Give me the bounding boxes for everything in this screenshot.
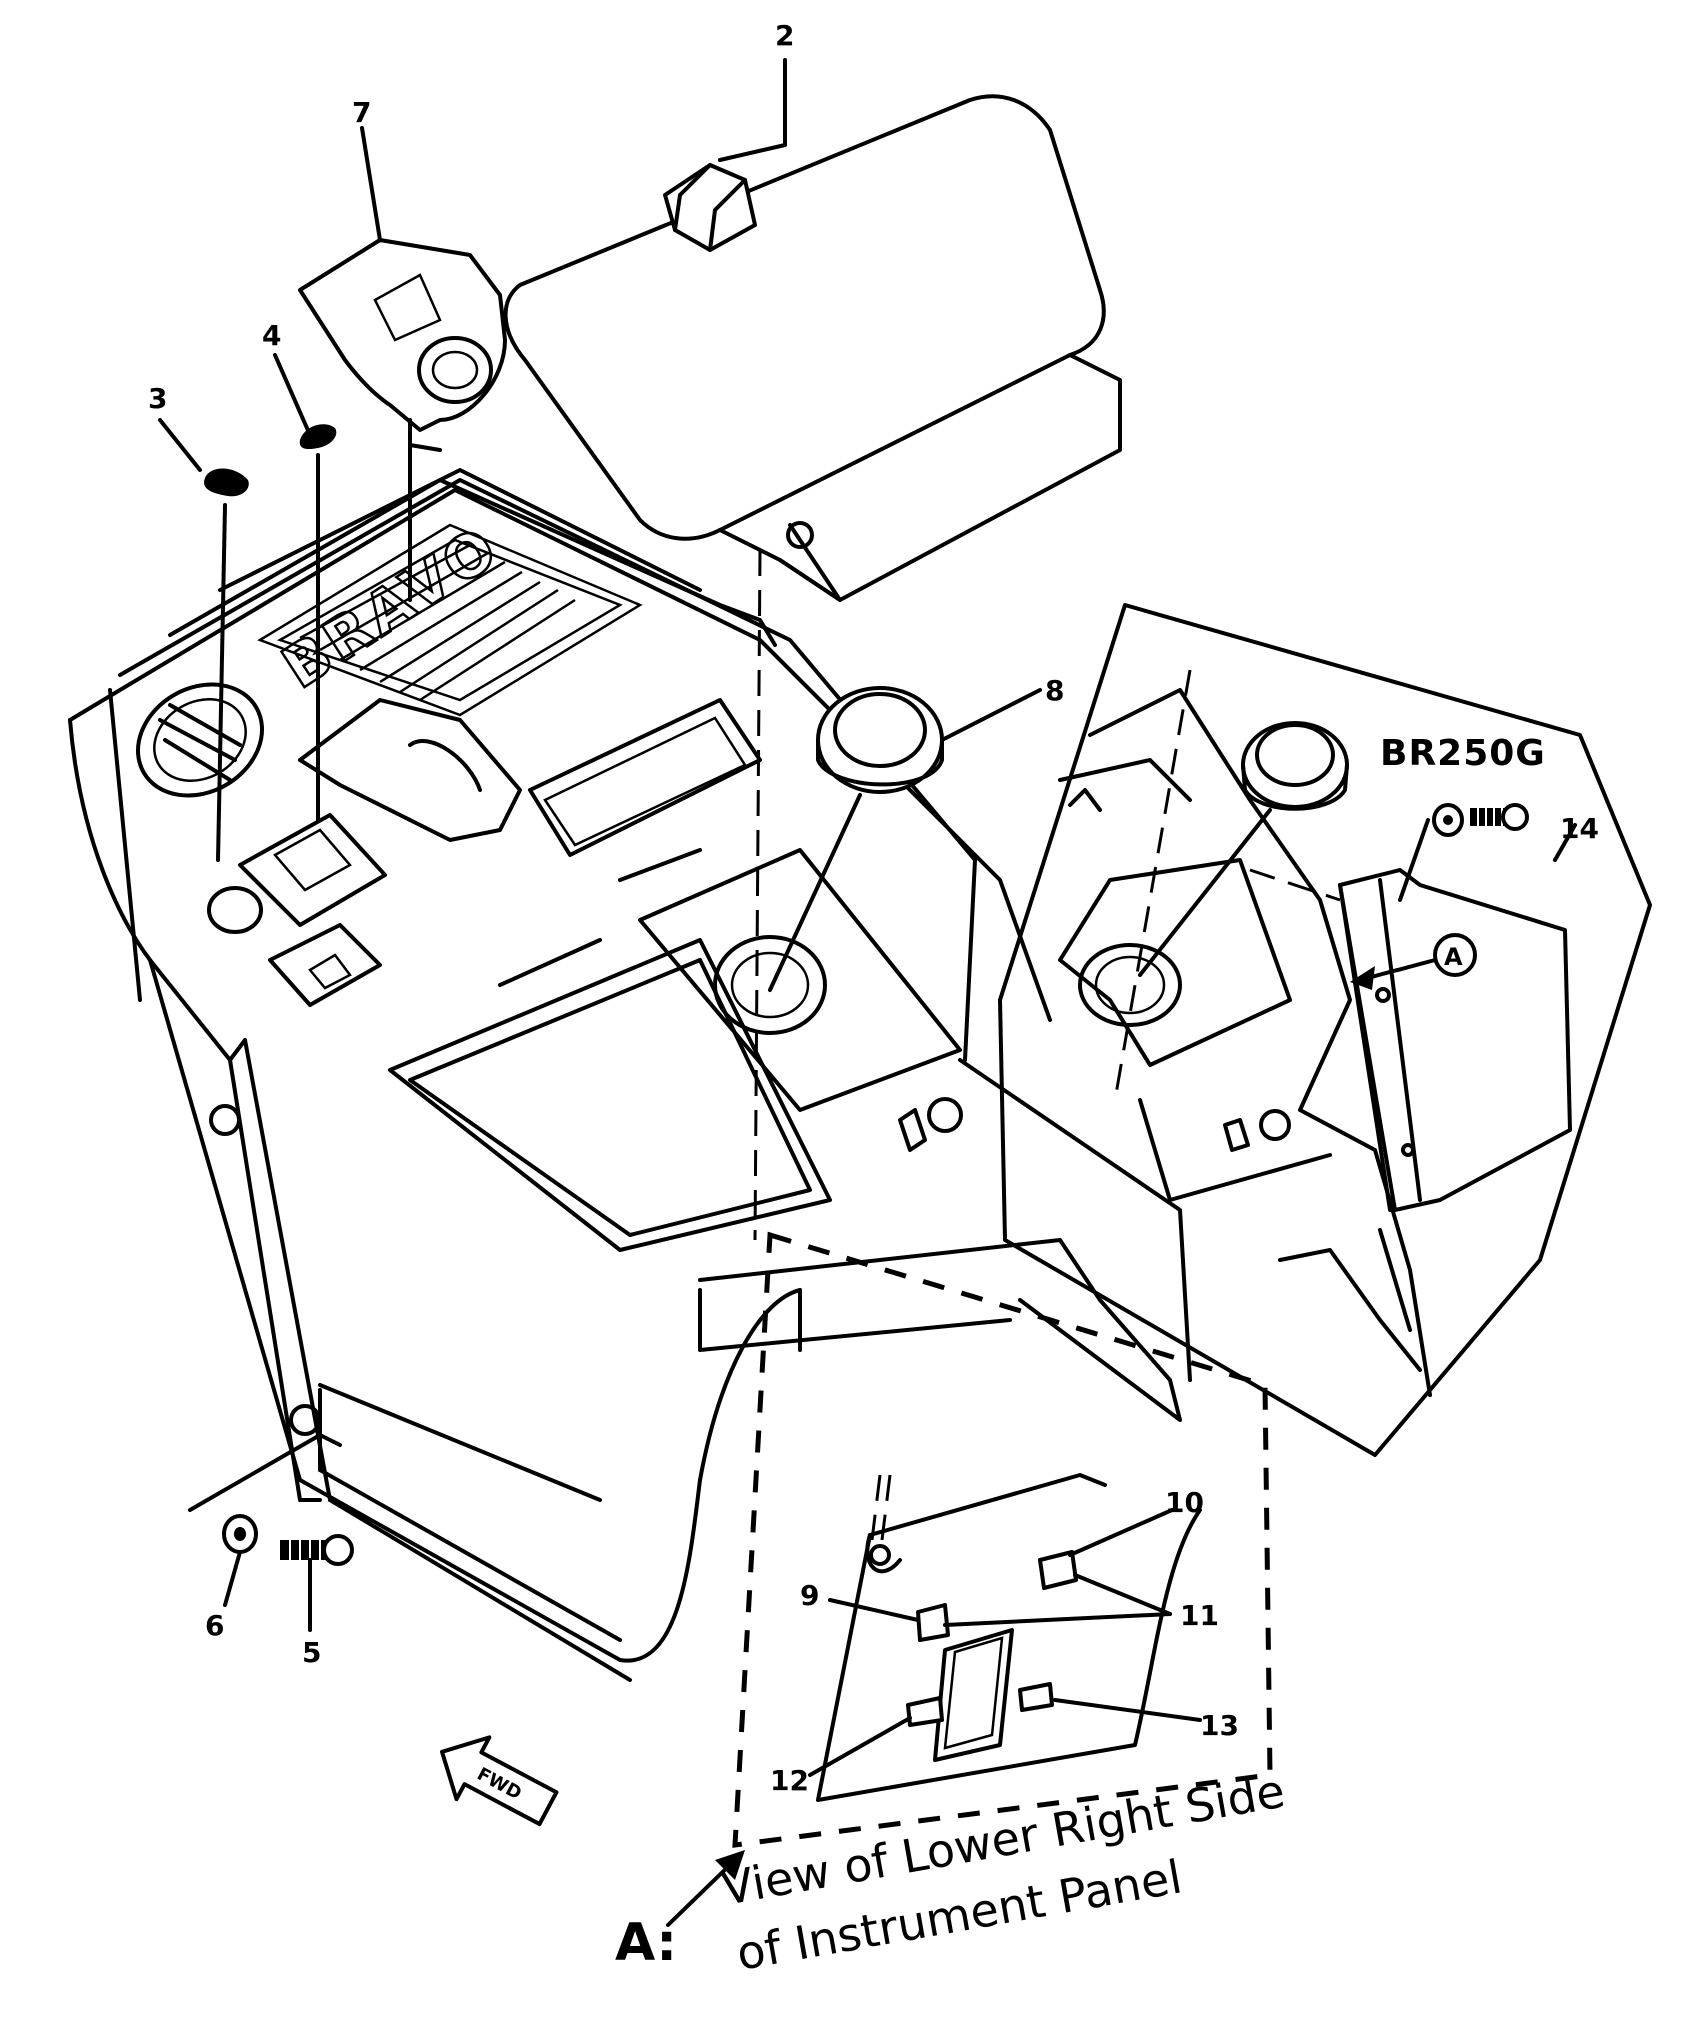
view-marker-circle [1433,933,1477,977]
part-4-clip [273,353,337,822]
callout-8: 8 [1045,674,1064,707]
callout-9: 9 [800,1579,819,1612]
part-6-washer [222,1514,258,1607]
model-label: BR250G [1380,733,1546,774]
fastener-leader [188,1433,342,1512]
callout-13: 13 [1200,1709,1239,1742]
forward-arrow: FWD [440,1735,559,1827]
part-8-grommet [768,686,1042,992]
view-a-arrow [666,1850,745,1927]
callout-labels: 2 7 4 3 8 14 6 5 10 9 11 12 13 [148,19,1599,1797]
bravo-logo-text: BRAVO [271,512,512,701]
callout-11: 11 [1180,1599,1219,1632]
callout-2: 2 [775,19,794,52]
callout-10: 10 [1165,1486,1204,1519]
callout-3: 3 [148,382,167,415]
part-5-bolt [280,1534,354,1632]
detail-view-a [732,1231,1273,1848]
part-7 [298,126,507,602]
view-caption: A: View of Lower Right Side of Instrumen… [615,1764,1289,1981]
br250g-inset: A [998,603,1652,1457]
callout-6: 6 [205,1609,224,1642]
callout-5: 5 [302,1636,321,1669]
view-caption-letter: A: [615,1913,677,1973]
view-marker-a: A [1444,943,1463,971]
callout-4: 4 [262,319,281,352]
console-body [68,478,1192,1682]
callout-14: 14 [1560,812,1599,845]
part-3-clip [158,418,249,862]
callout-12: 12 [770,1764,809,1797]
callout-7: 7 [352,96,371,129]
part-2-lid [503,58,1122,1241]
